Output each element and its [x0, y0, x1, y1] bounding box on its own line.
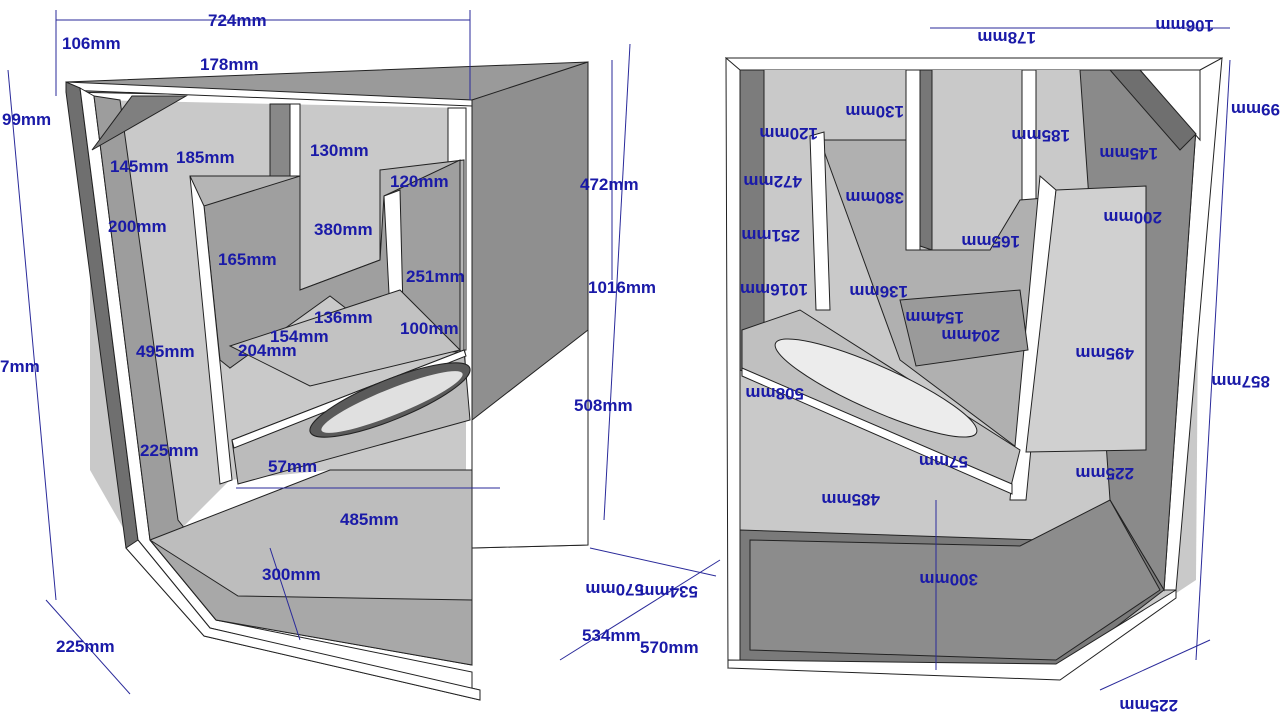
- label-r-57: 57mm: [919, 452, 968, 471]
- dim-line-bottom-225: [45, 599, 131, 695]
- label-r-300: 300mm: [919, 570, 978, 589]
- label-panel-165: 165mm: [218, 250, 277, 269]
- left-panel-front: [189, 175, 233, 485]
- label-side-472: 472mm: [580, 175, 639, 194]
- label-r-251: 251mm: [741, 226, 800, 245]
- label-top-width: 724mm: [208, 11, 267, 30]
- right-panel-right-face: [1025, 185, 1147, 453]
- label-panel-251: 251mm: [406, 267, 465, 286]
- label-r-485: 485mm: [821, 490, 880, 509]
- left-labels: 724mm 106mm 178mm 99mm 145mm 185mm 130mm…: [0, 11, 699, 657]
- right-baffle-edge: [741, 367, 1013, 495]
- label-r-200: 200mm: [1103, 208, 1162, 227]
- label-r-136: 136mm: [849, 282, 908, 301]
- label-r-145: 145mm: [1099, 144, 1158, 163]
- right-cabinet: [725, 56, 1223, 681]
- label-inner-top: 185mm: [176, 148, 235, 167]
- dim-line-r-depth: [559, 559, 721, 661]
- label-r-225: 225mm: [1075, 464, 1134, 483]
- label-r-99: 99mm: [1231, 100, 1280, 119]
- left-front-bottom-edge: [125, 539, 481, 701]
- left-shelf: [228, 289, 461, 387]
- right-labels: 106mm 178mm 99mm 130mm 120mm 185mm 145mm…: [585, 16, 1280, 715]
- label-r-570: 570mm: [585, 580, 644, 599]
- label-r-495: 495mm: [1075, 344, 1134, 363]
- label-panel-200: 200mm: [108, 217, 167, 236]
- label-panel-204: 204mm: [238, 341, 297, 360]
- label-corner-width: 145mm: [110, 157, 169, 176]
- right-corner-brace-dark: [1108, 69, 1197, 151]
- right-shelf: [899, 289, 1029, 367]
- label-r-508: 508mm: [745, 384, 804, 403]
- label-r-130: 130mm: [845, 102, 904, 121]
- label-side-1016: 1016mm: [588, 278, 656, 297]
- label-r-534: 534mm: [639, 582, 698, 601]
- label-side-508: 508mm: [574, 396, 633, 415]
- left-floor-slope: [149, 539, 473, 666]
- label-r-165: 165mm: [961, 232, 1020, 251]
- dim-line-r-225: [1099, 639, 1211, 691]
- dim-line-r-857: [1195, 59, 1231, 661]
- label-depth-570: 570mm: [640, 638, 699, 657]
- label-baffle-485: 485mm: [340, 510, 399, 529]
- label-total-height: 7mm: [0, 357, 40, 376]
- right-port-hole: [774, 338, 978, 438]
- right-divider-b: [919, 69, 933, 251]
- label-r-1016: 1016mm: [740, 280, 808, 299]
- label-r-154: 154mm: [905, 308, 964, 327]
- right-floor-flat: [749, 499, 1161, 661]
- left-port-hole-inner: [321, 371, 463, 433]
- dim-line-total-height: [7, 69, 57, 601]
- right-panel-left: [809, 131, 831, 311]
- label-gap-57: 57mm: [268, 457, 317, 476]
- label-r-857: 857mm: [1211, 372, 1270, 391]
- label-r-178: 178mm: [977, 28, 1036, 47]
- label-panel-100: 100mm: [400, 319, 459, 338]
- label-r-204: 204mm: [941, 326, 1000, 345]
- left-cabinet: [65, 61, 589, 701]
- label-front-225: 225mm: [140, 441, 199, 460]
- dim-line-side-1016: [603, 43, 631, 521]
- label-r-106: 106mm: [1155, 16, 1214, 35]
- left-corner-brace: [91, 95, 188, 151]
- label-r-380: 380mm: [845, 188, 904, 207]
- label-panel-380: 380mm: [314, 220, 373, 239]
- right-panel-right: [1009, 174, 1057, 501]
- label-r-120: 120mm: [759, 124, 818, 143]
- label-inner-130: 130mm: [310, 141, 369, 160]
- right-left-side: [725, 56, 741, 669]
- label-r-185: 185mm: [1011, 126, 1070, 145]
- label-r-472: 472mm: [743, 172, 802, 191]
- label-inner-120: 120mm: [390, 172, 449, 191]
- dim-line-depth: [589, 547, 717, 577]
- label-base-300: 300mm: [262, 565, 321, 584]
- right-top-panel: [725, 57, 1223, 71]
- right-bottom-edge: [727, 589, 1177, 681]
- label-panel-136: 136mm: [314, 308, 373, 327]
- dimension-lines: [7, 10, 1231, 695]
- label-height-495: 495mm: [136, 342, 195, 361]
- label-bottom-225: 225mm: [56, 637, 115, 656]
- label-panel-154: 154mm: [270, 327, 329, 346]
- dim-line-base-300: [269, 547, 301, 641]
- label-corner-height: 99mm: [2, 110, 51, 129]
- label-depth-534: 534mm: [582, 626, 641, 645]
- label-slot-width: 106mm: [62, 34, 121, 53]
- label-top-depth: 178mm: [200, 55, 259, 74]
- label-r-225b: 225mm: [1119, 696, 1178, 715]
- right-divider-a: [905, 69, 921, 251]
